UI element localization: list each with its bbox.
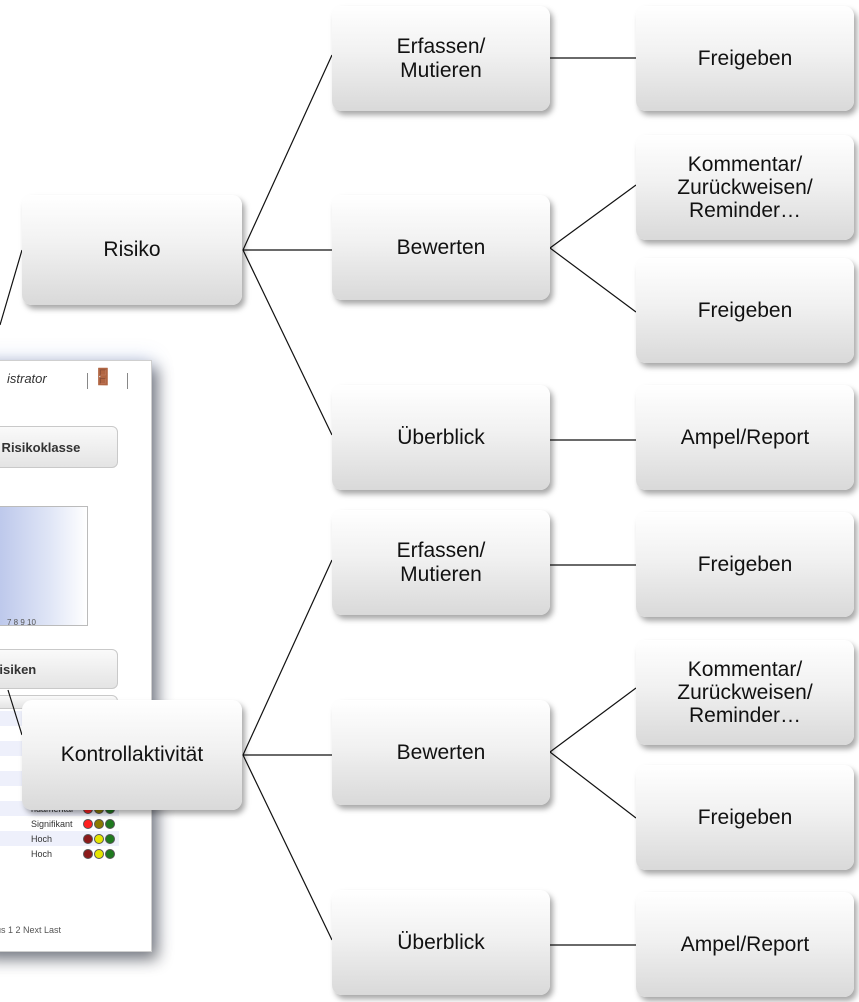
node-risk-kommentar: Kommentar/ Zurückweisen/ Reminder… xyxy=(636,135,854,240)
chart-x-ticks: 7 8 9 10 xyxy=(7,618,36,627)
traffic-light-icon xyxy=(83,833,115,844)
row-risk-class: Hoch xyxy=(31,848,53,859)
node-control-kommentar: Kommentar/ Zurückweisen/ Reminder… xyxy=(636,640,854,745)
row-risk-class: Signifikant xyxy=(31,818,73,829)
toolbar-divider xyxy=(127,373,128,389)
chart-plot-area xyxy=(0,506,88,626)
node-control-freigeben-2: Freigeben xyxy=(636,765,854,870)
node-label: Bewerten xyxy=(396,740,486,764)
status-dot-icon xyxy=(94,818,104,829)
node-label: Ampel/Report xyxy=(680,425,810,449)
node-label: Kontrollaktivität xyxy=(60,743,204,767)
status-dot-icon xyxy=(105,848,115,859)
risks-button[interactable]: Risiken xyxy=(0,649,118,689)
node-label: Freigeben xyxy=(697,298,793,322)
table-row[interactable]: Hoch xyxy=(0,846,119,861)
node-risk-bewerten: Bewerten xyxy=(332,195,550,300)
traffic-light-icon xyxy=(83,818,115,829)
row-risk-class: Hoch xyxy=(31,833,53,844)
node-label: Freigeben xyxy=(697,552,793,576)
screenshot-title: istrator xyxy=(7,371,47,386)
toolbar-divider xyxy=(87,373,88,389)
node-label: Überblick xyxy=(397,930,485,954)
node-risk-freigeben-2: Freigeben xyxy=(636,258,854,363)
traffic-light-icon xyxy=(83,848,115,859)
node-label: Erfassen/ Mutieren xyxy=(396,539,486,586)
node-control-freigeben-1: Freigeben xyxy=(636,512,854,617)
node-label: Kommentar/ Zurückweisen/ Reminder… xyxy=(677,657,813,728)
node-label: Ampel/Report xyxy=(680,932,810,956)
node-risiko: Risiko xyxy=(22,195,242,305)
risk-class-button[interactable]: h Risikoklasse xyxy=(0,426,118,468)
status-dot-icon xyxy=(83,818,93,829)
node-risk-erfassen-mutieren: Erfassen/ Mutieren xyxy=(332,6,550,111)
table-row[interactable]: Signifikant xyxy=(0,816,119,831)
node-kontrollaktivitaet: Kontrollaktivität xyxy=(22,700,242,810)
node-label: Kommentar/ Zurückweisen/ Reminder… xyxy=(677,152,813,223)
node-risk-ampel-report: Ampel/Report xyxy=(636,385,854,490)
node-risk-freigeben-1: Freigeben xyxy=(636,6,854,111)
node-risk-ueberblick: Überblick xyxy=(332,385,550,490)
table-row[interactable]: Hoch xyxy=(0,831,119,846)
node-label: Freigeben xyxy=(697,805,793,829)
node-control-erfassen-mutieren: Erfassen/ Mutieren xyxy=(332,510,550,615)
node-label: Erfassen/ Mutieren xyxy=(396,35,486,82)
status-dot-icon xyxy=(94,833,104,844)
node-control-bewerten: Bewerten xyxy=(332,700,550,805)
status-dot-icon xyxy=(94,848,104,859)
status-dot-icon xyxy=(83,848,93,859)
node-label: Risiko xyxy=(103,238,161,262)
node-control-ueberblick: Überblick xyxy=(332,890,550,995)
node-label: Bewerten xyxy=(396,235,486,259)
status-dot-icon xyxy=(105,833,115,844)
node-control-ampel-report: Ampel/Report xyxy=(636,892,854,997)
pagination[interactable]: ous 1 2 Next Last xyxy=(0,925,62,935)
node-label: Überblick xyxy=(397,425,485,449)
status-dot-icon xyxy=(83,833,93,844)
status-dot-icon xyxy=(105,818,115,829)
node-label: Freigeben xyxy=(697,46,793,70)
logout-door-icon[interactable]: 🚪 xyxy=(93,369,113,386)
